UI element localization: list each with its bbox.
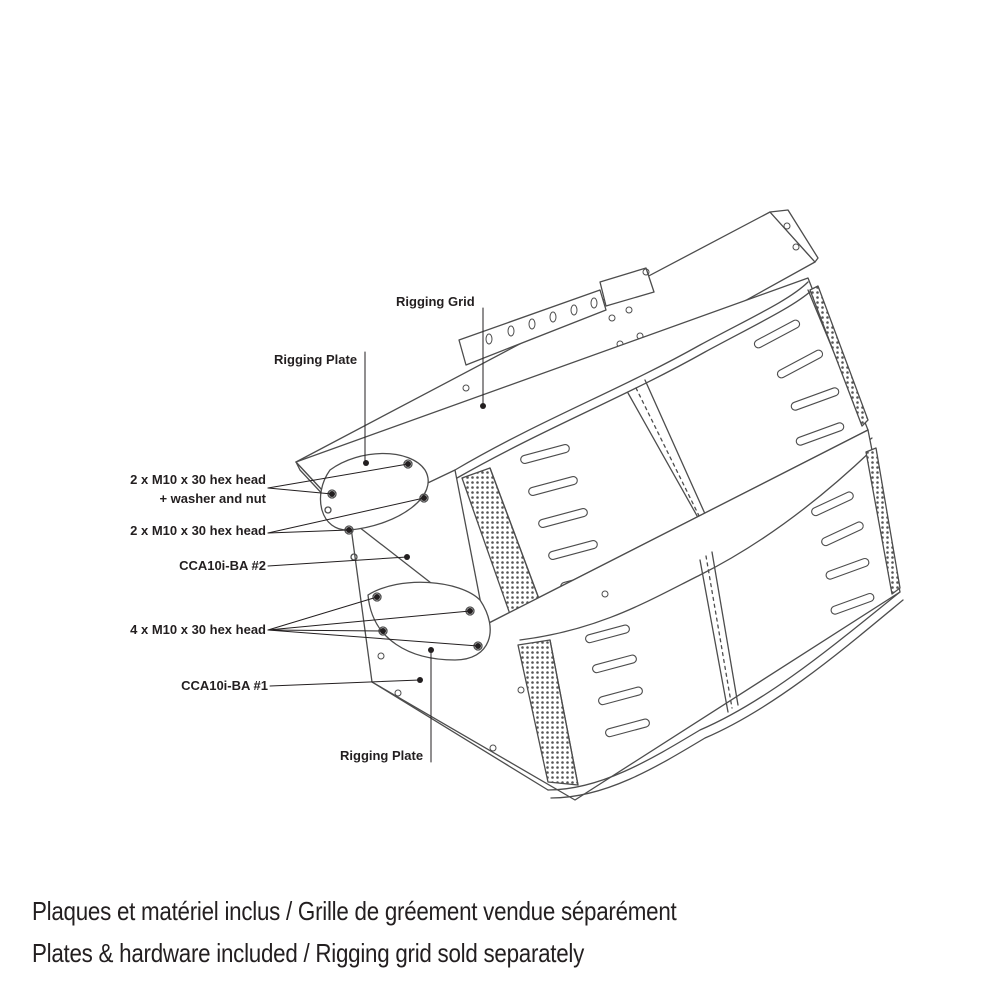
- callout-box-1: CCA10i-BA #1: [181, 678, 268, 693]
- rigging-plate-lower: [367, 581, 491, 661]
- callout-rigging-plate-top: Rigging Plate: [274, 352, 358, 367]
- callout-hardware-1-line1: 2 x M10 x 30 hex head: [130, 472, 266, 487]
- rigging-plate-upper: [319, 452, 429, 561]
- caption-english: Plates & hardware included / Rigging gri…: [32, 938, 585, 968]
- caption-french: Plaques et matériel inclus / Grille de g…: [32, 896, 677, 926]
- callout-rigging-grid: Rigging Grid: [396, 294, 475, 309]
- callout-hardware-2: 2 x M10 x 30 hex head: [130, 523, 266, 538]
- callout-hardware-1-line2: + washer and nut: [159, 491, 266, 506]
- callout-rigging-plate-bottom: Rigging Plate: [340, 748, 424, 763]
- callout-box-2: CCA10i-BA #2: [179, 558, 266, 573]
- callout-hardware-3: 4 x M10 x 30 hex head: [130, 622, 266, 637]
- callout-hardware-1: 2 x M10 x 30 hex head + washer and nut: [100, 472, 266, 507]
